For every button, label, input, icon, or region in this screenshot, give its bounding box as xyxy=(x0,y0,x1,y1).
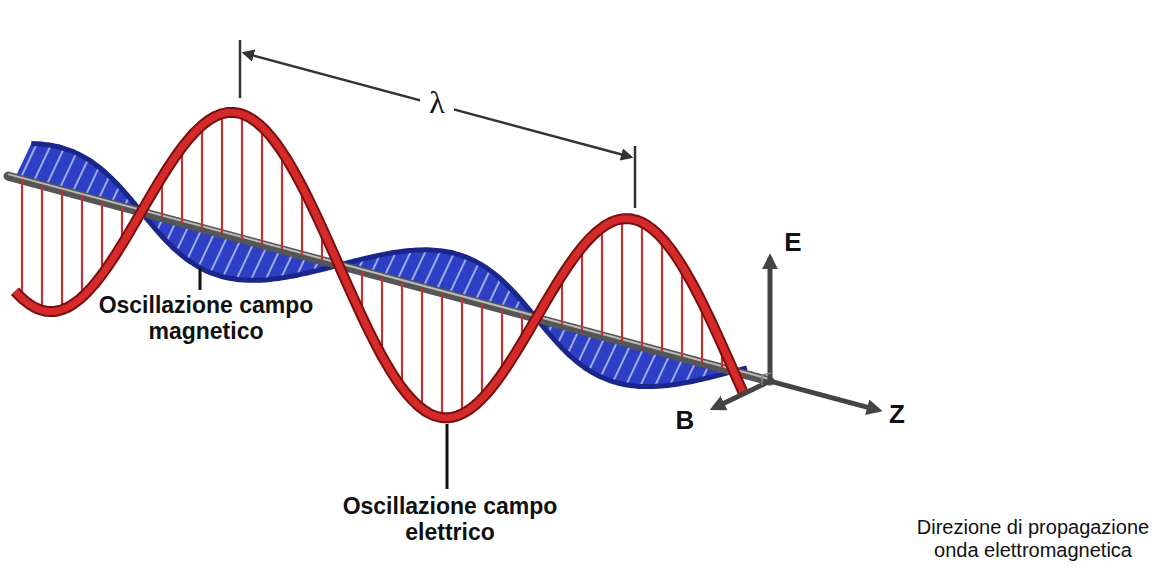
axis-label: Z xyxy=(884,400,910,430)
wavelength-symbol: λ xyxy=(420,84,454,121)
propagation-axis-highlight xyxy=(8,174,770,379)
leader-line xyxy=(446,424,449,489)
electric-field-curve-edge xyxy=(15,112,744,417)
axis-label: B xyxy=(672,406,698,436)
axis-label: E xyxy=(780,228,806,258)
electric-field-curve xyxy=(15,112,744,417)
electric-field-vectors xyxy=(22,114,742,418)
field-label: Oscillazione campo elettrico xyxy=(335,493,565,546)
direction-caption: Direzione di propagazione onda elettroma… xyxy=(896,516,1170,562)
propagation-axis xyxy=(8,176,770,381)
wavelength-bracket xyxy=(240,40,635,208)
coordinate-axes xyxy=(714,258,878,410)
field-label: Oscillazione campo magnetico xyxy=(96,292,316,345)
leader-line xyxy=(199,268,202,290)
